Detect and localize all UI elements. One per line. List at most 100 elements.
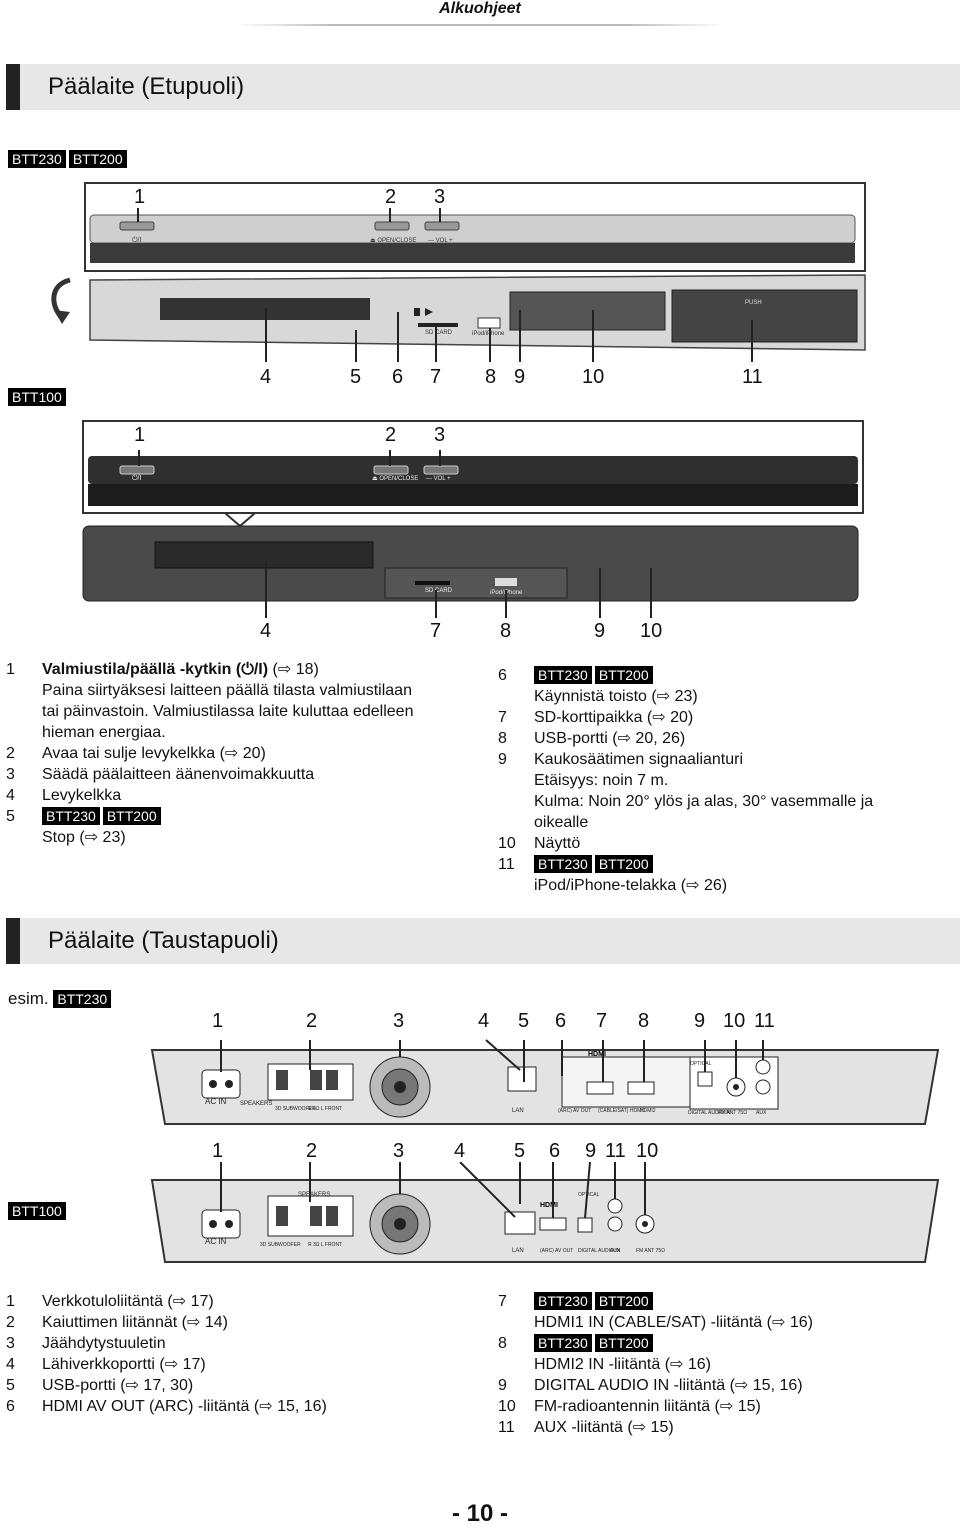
callout-5: 5 [350,366,362,388]
av-out-label: (ARC) AV OUT [540,1248,573,1254]
model-badge: BTT230 [534,666,592,684]
front-speaker-label: R 6Ω L FRONT [308,1106,342,1112]
ipod-label: iPod/iPhone [472,331,505,337]
section-heading-rear: Päälaite (Taustapuoli) [6,918,960,964]
section-title-front: Päälaite (Etupuoli) [48,73,245,100]
callout-6: 6 [549,1140,561,1162]
callout-11: 11 [754,1010,775,1032]
aux-label: AUX [756,1110,767,1116]
model-badge: BTT200 [594,1334,653,1352]
callout-3: 3 [434,424,446,446]
model-badge: BTT200 [102,807,161,825]
model-badge: BTT230 [534,1334,592,1352]
callout-3: 3 [393,1010,405,1032]
section-heading-front: Päälaite (Etupuoli) [6,64,960,110]
page-number: - 10 - [451,1500,508,1527]
list-item: Kulma: Noin 20° ylös ja alas, 30° vasemm… [534,793,874,810]
list-item: hieman energiaa. [42,724,166,741]
callout-2: 2 [385,424,397,446]
list-item: Paina siirtyäksesi laitteen päällä tilas… [42,682,412,699]
model-badge: BTT200 [594,855,653,873]
callout-10: 10 [636,1140,659,1162]
callout-10: 10 [640,620,663,642]
callout-5: 5 [514,1140,526,1162]
fm-ant-label: FM ANT 75Ω [636,1248,665,1254]
front-speaker-label: R 3Ω L FRONT [308,1242,342,1248]
lan-label: LAN [512,1108,524,1114]
callout-8: 8 [638,1010,650,1032]
lan-label: LAN [512,1248,524,1254]
optical-label: OPTICAL [578,1192,600,1198]
ac-in-label: AC IN [205,1237,227,1246]
callout-11: 11 [742,366,763,388]
hdmi-logo: HDMI [588,1051,606,1058]
vol-label: — VOL + [428,238,453,244]
callout-8: 8 [500,620,512,642]
rear-device-illustration-btt100: AC IN SPEAKERS 3D SUBWOOFER R 3Ω L FRONT… [150,1162,940,1263]
hdmi2-label: HDMI2 [640,1108,656,1114]
open-close-label: ⏏ OPEN/CLOSE [370,238,416,244]
header-rule [235,24,725,26]
ac-in-label: AC IN [205,1097,227,1106]
callout-9: 9 [585,1140,597,1162]
hdmi-logo: HDMI [540,1202,558,1209]
section-title-rear: Päälaite (Taustapuoli) [48,927,279,954]
callout-6: 6 [555,1010,567,1032]
list-item: tai päinvastoin. Valmiustilassa laite ku… [42,703,414,720]
vol-label: — VOL + [426,476,451,482]
list-item: HDMI2 IN -liitäntä (⇨ 16) [534,1356,711,1373]
digital-audio-in-label: DIGITAL AUDIO IN [578,1248,621,1254]
callout-10: 10 [582,366,605,388]
speakers-label: SPEAKERS [298,1192,330,1198]
optical-label: OPTICAL [690,1061,712,1067]
list-item: oikealle [534,814,589,831]
callout-1: 1 [134,424,146,446]
subwoofer-label: 3D SUBWOOFER [275,1106,316,1112]
callout-9: 9 [594,620,606,642]
model-badge: BTT230 [53,990,112,1008]
push-label: PUSH [745,300,762,306]
open-close-label: ⏏ OPEN/CLOSE [372,476,418,482]
aux-label: AUX [610,1248,621,1254]
callout-3: 3 [393,1140,405,1162]
model-badge: BTT230 [8,150,66,168]
av-out-label: (ARC) AV OUT [558,1108,591,1114]
callout-4: 4 [260,620,272,642]
hdmi1-label: (CABLE/SAT) HDMI1 [598,1108,646,1114]
callout-7: 7 [430,620,442,642]
sd-card-label: SD CARD [425,588,453,594]
callout-1: 1 [134,186,146,208]
rear-example-label: esim. BTT230 [8,989,114,1009]
power-label: ⏻/I [132,474,141,482]
callout-1: 1 [212,1010,224,1032]
callout-3: 3 [434,186,446,208]
callout-7: 7 [596,1010,608,1032]
model-badge: BTT230 [534,1292,592,1310]
callout-5: 5 [518,1010,530,1032]
callout-9: 9 [514,366,526,388]
callout-6: 6 [392,366,404,388]
list-item: Käynnistä toisto (⇨ 23) [534,688,698,705]
callout-2: 2 [385,186,397,208]
